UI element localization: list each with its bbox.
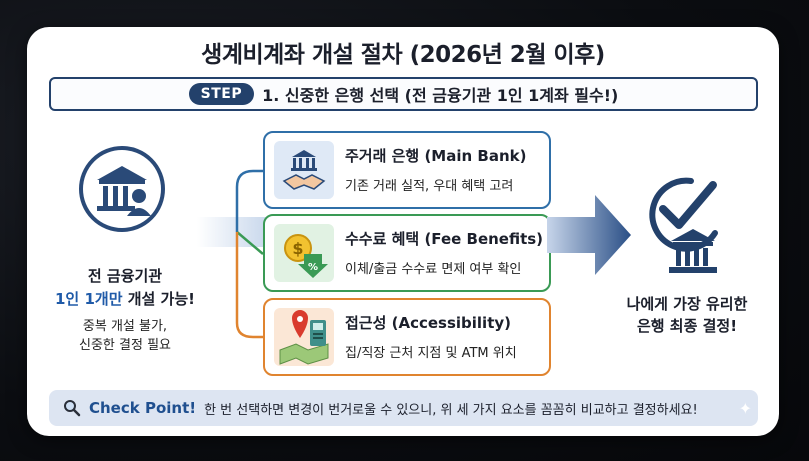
bank-person-icon bbox=[79, 146, 165, 232]
right-conclusion: 나에게 가장 유리한 은행 최종 결정! bbox=[607, 293, 767, 337]
option-title: 접근성 (Accessibility) bbox=[345, 314, 512, 332]
option-desc: 기존 거래 실적, 우대 혜택 고려 bbox=[345, 179, 514, 194]
branch-connectors bbox=[197, 169, 267, 339]
left-line-4: 신중한 결정 필요 bbox=[79, 338, 171, 353]
checkpoint-bar: Check Point! 한 번 선택하면 변경이 번거로울 수 있으니, 위 … bbox=[49, 390, 758, 426]
svg-text:$: $ bbox=[292, 239, 303, 258]
magnifier-icon bbox=[64, 400, 81, 417]
svg-text:%: % bbox=[308, 262, 318, 273]
option-accessibility: 접근성 (Accessibility) 집/직장 근처 지점 및 ATM 위치 bbox=[263, 298, 551, 376]
infographic-card: 생계비계좌 개설 절차 (2026년 2월 이후) STEP 1. 신중한 은행… bbox=[27, 27, 779, 436]
left-highlight: 1인 1개만 bbox=[55, 290, 123, 308]
step-badge: STEP bbox=[188, 83, 255, 105]
checkpoint-text: 한 번 선택하면 변경이 번거로울 수 있으니, 위 세 가지 요소를 꼼꼼히 … bbox=[204, 402, 698, 418]
option-desc: 집/직장 근처 지점 및 ATM 위치 bbox=[345, 346, 517, 361]
map-pin-atm-icon bbox=[274, 308, 334, 366]
left-line-2-rest: 개설 가능! bbox=[122, 290, 195, 308]
right-line-2: 은행 최종 결정! bbox=[636, 317, 738, 335]
right-line-1: 나에게 가장 유리한 bbox=[626, 295, 748, 313]
page-title: 생계비계좌 개설 절차 (2026년 2월 이후) bbox=[201, 42, 605, 68]
sparkle-icon: ✦ bbox=[738, 399, 752, 418]
left-line-3: 중복 개설 불가, bbox=[82, 319, 168, 334]
step-banner: STEP 1. 신중한 은행 선택 (전 금융기관 1인 1계좌 필수!) bbox=[49, 77, 758, 111]
check-bank-icon bbox=[633, 175, 743, 285]
option-main-bank: 주거래 은행 (Main Bank) 기존 거래 실적, 우대 혜택 고려 bbox=[263, 131, 551, 209]
option-title: 주거래 은행 (Main Bank) bbox=[345, 147, 527, 165]
step-text: 1. 신중한 은행 선택 (전 금융기관 1인 1계좌 필수!) bbox=[262, 86, 619, 105]
big-right-arrow-icon bbox=[547, 195, 631, 275]
left-line-1: 전 금융기관 bbox=[87, 267, 163, 285]
option-desc: 이체/출금 수수료 면제 여부 확인 bbox=[345, 262, 522, 277]
coin-discount-icon: $ % bbox=[274, 224, 334, 282]
option-fee-benefits: $ % 수수료 혜택 (Fee Benefits) 이체/출금 수수료 면제 여… bbox=[263, 214, 551, 292]
checkpoint-label: Check Point! bbox=[89, 399, 197, 417]
bank-handshake-icon bbox=[274, 141, 334, 199]
option-title: 수수료 혜택 (Fee Benefits) bbox=[345, 230, 544, 248]
left-note: 중복 개설 불가, 신중한 결정 필요 bbox=[47, 317, 203, 355]
left-line-2: 1인 1개만 개설 가능! bbox=[47, 288, 203, 309]
left-summary: 전 금융기관 1인 1개만 개설 가능! 중복 개설 불가, 신중한 결정 필요 bbox=[47, 265, 203, 355]
